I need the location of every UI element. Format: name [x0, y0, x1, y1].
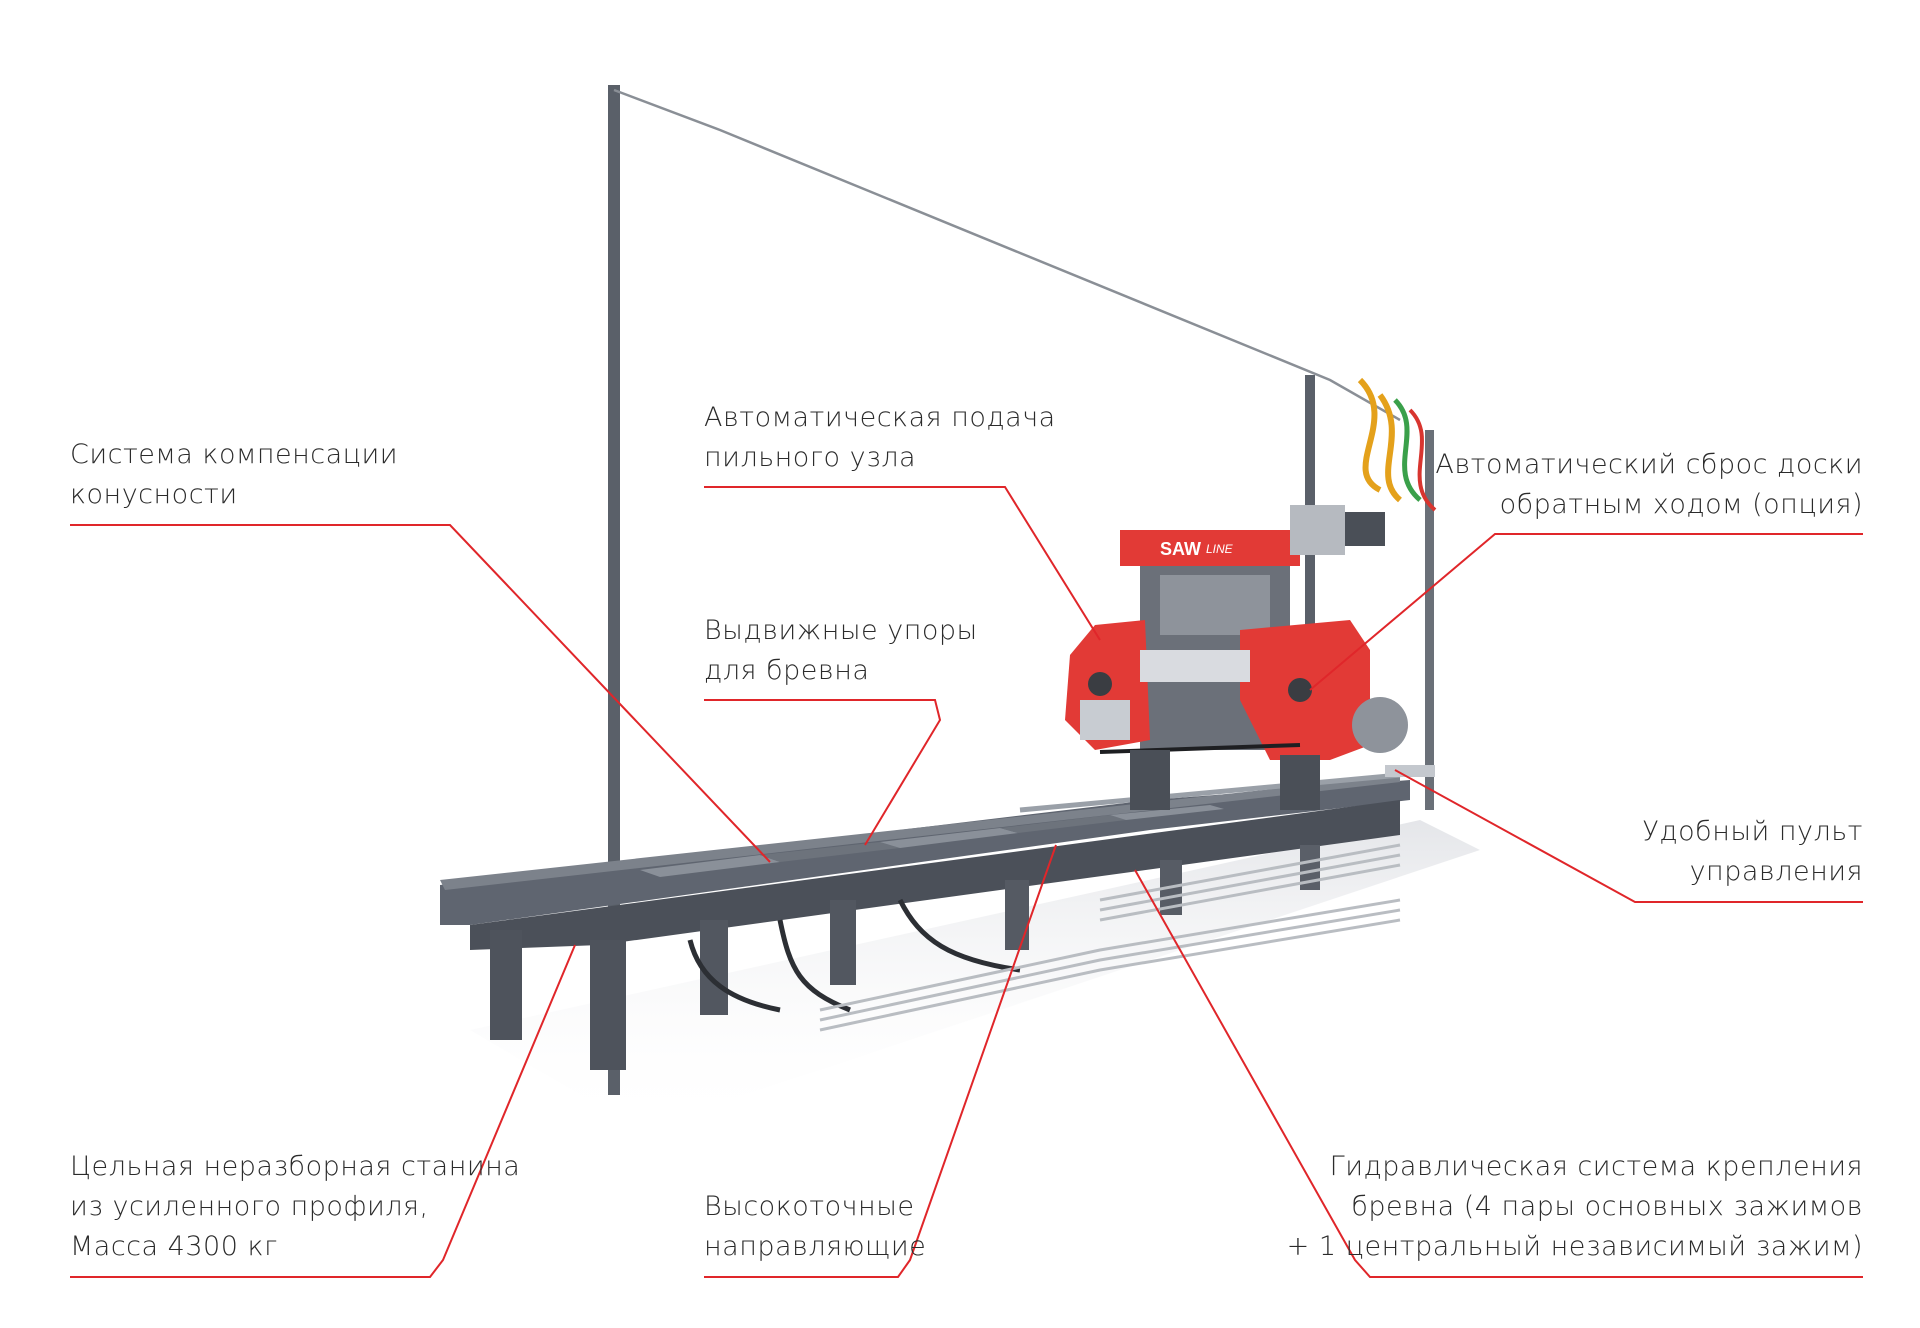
leader-hydraulic: [1134, 869, 1863, 1278]
callout-line: пильного узла: [704, 442, 917, 473]
dust-blower: [1352, 697, 1408, 753]
callout-line: Гидравлическая система крепления: [1329, 1151, 1863, 1182]
callout-line: бревна (4 пары основных зажимов: [1351, 1191, 1863, 1222]
callout-taper-compensation: Система компенсации конусности: [70, 435, 398, 515]
taper-mast: [608, 85, 1437, 1095]
callout-log-stops: Выдвижные упоры для бревна: [704, 611, 978, 691]
callout-line: Высокоточные: [704, 1191, 915, 1222]
log-stop-bracket: [1080, 700, 1130, 740]
callout-line: для бревна: [704, 655, 870, 686]
callout-board-return: Автоматический сброс доски обратным ходо…: [1435, 445, 1863, 525]
feed-motor: [1345, 512, 1385, 546]
callout-line: Цельная неразборная станина: [70, 1151, 521, 1182]
saw-head: SAW LINE: [1065, 505, 1435, 810]
callout-line: управления: [1689, 856, 1863, 887]
leader-control-panel: [1394, 769, 1863, 903]
callout-control-panel: Удобный пульт управления: [1642, 812, 1863, 892]
callout-line: направляющие: [704, 1231, 927, 1262]
brand-logo-main: SAW: [1160, 539, 1201, 559]
leader-taper: [70, 524, 771, 863]
callout-line: Удобный пульт: [1642, 816, 1863, 847]
callout-leaders: [70, 486, 1863, 1278]
control-panel: [1385, 765, 1435, 777]
leader-guides: [704, 844, 1057, 1278]
callout-frame: Цельная неразборная станина из усиленног…: [70, 1147, 520, 1267]
callout-line: конусности: [70, 479, 238, 510]
callout-auto-feed: Автоматическая подача пильного узла: [704, 398, 1056, 478]
leader-log-stops: [704, 699, 942, 846]
leader-board-return: [1309, 533, 1863, 691]
leader-auto-feed: [704, 486, 1101, 641]
callout-line: Автоматическая подача: [704, 402, 1056, 433]
callout-line: Автоматический сброс доски: [1435, 449, 1863, 480]
callout-line: Масса 4300 кг: [70, 1231, 278, 1262]
callout-line: Выдвижные упоры: [704, 615, 978, 646]
callout-line: + 1 центральный независимый зажим): [1286, 1231, 1863, 1262]
callout-line: обратным ходом (опция): [1499, 489, 1863, 520]
brand-logo-sub: LINE: [1206, 542, 1234, 556]
callout-guides: Высокоточные направляющие: [704, 1187, 926, 1267]
callout-line: Система компенсации: [70, 439, 399, 470]
callout-line: из усиленного профиля,: [70, 1191, 429, 1222]
callout-hydraulic: Гидравлическая система крепления бревна …: [1287, 1147, 1863, 1267]
feed-gearbox: [1290, 505, 1345, 555]
saw-head-top-panel: [1120, 530, 1300, 566]
leader-frame: [70, 944, 576, 1278]
